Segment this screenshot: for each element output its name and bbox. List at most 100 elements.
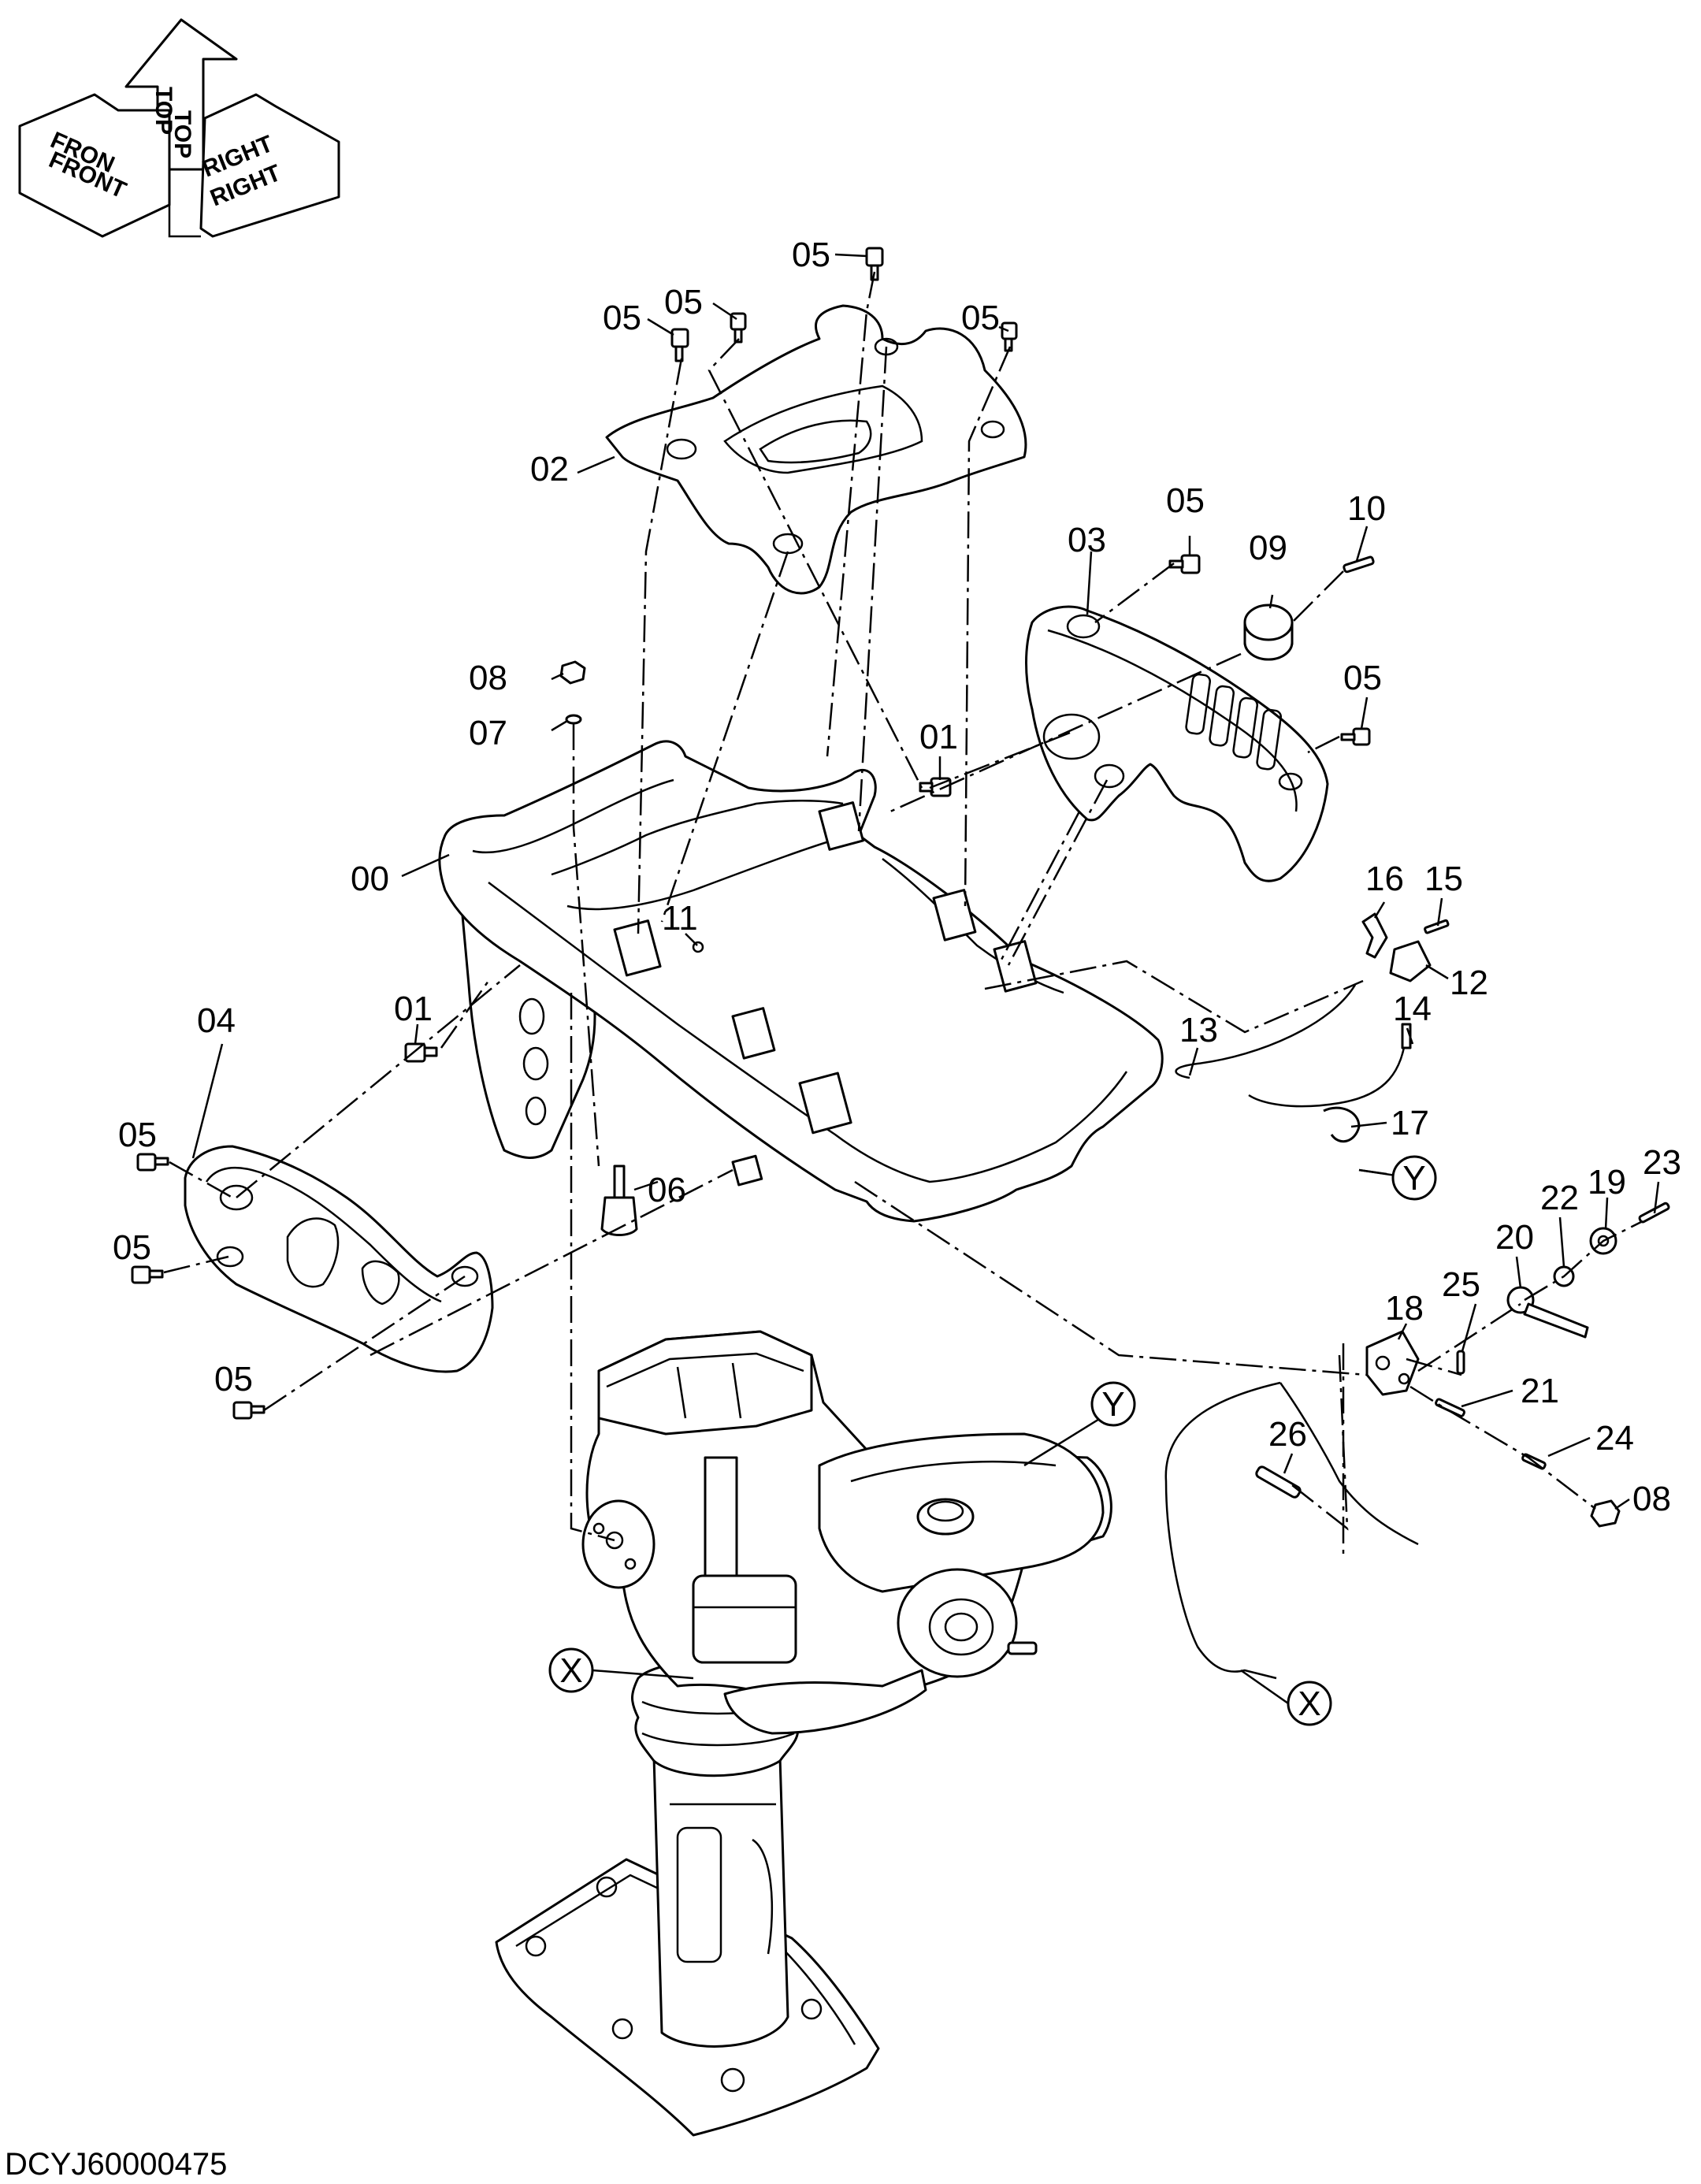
callout-20: 20 [1495,1218,1534,1257]
connector-x-top: X [548,1647,594,1693]
callout-23: 23 [1643,1143,1681,1182]
throttle-bracket-18 [1365,1330,1420,1396]
callout-21: 21 [1521,1372,1559,1410]
callout-05: 05 [792,236,830,274]
connector-y-label: Y [1101,1385,1124,1424]
connector-y-bottom: Y [1090,1381,1136,1427]
callout-labels: 05 05 05 05 02 03 05 09 10 05 01 08 07 0… [113,236,1681,1518]
right-cover-shape [1025,605,1329,882]
clip-16 [1361,912,1388,959]
right-side-cover-part [1025,605,1329,882]
frame-bracket-7 [731,1154,763,1187]
pin-10 [1343,555,1375,574]
bolt-05-left-3 [232,1401,266,1420]
connector-x-label: X [1298,1684,1320,1723]
nut-08-lower [1590,1499,1621,1528]
frame-bracket-1 [613,919,662,977]
callout-03: 03 [1068,521,1106,559]
frame-bracket-2 [818,801,864,851]
hardware-parts [131,247,1670,1680]
callout-02: 02 [530,450,569,488]
cable-14 [1248,1031,1408,1108]
engine-assembly [495,1330,1112,2137]
connector-y-label: Y [1402,1159,1425,1198]
flywheel-cover [581,1499,656,1589]
callout-09: 09 [1249,529,1287,567]
nut-08-top [559,660,586,685]
fuel-cap [916,1498,975,1536]
callout-05: 05 [113,1228,151,1267]
callout-08: 08 [1632,1480,1671,1518]
exhaust-pipe [704,1456,738,1577]
screw-15 [1424,919,1450,934]
callout-12: 12 [1450,964,1488,1002]
recoil-starter [897,1568,1018,1678]
pin-25 [1456,1350,1465,1375]
vent-slots [1185,673,1283,771]
callout-22: 22 [1540,1179,1579,1217]
connector-tags: Y Y X X [548,1155,1437,1726]
callout-25: 25 [1442,1265,1480,1304]
bolt-05-top-2 [730,312,747,344]
callout-15: 15 [1424,860,1463,898]
frame-bracket-5 [731,1007,776,1060]
callout-24: 24 [1595,1419,1634,1458]
callout-11: 11 [662,899,698,938]
left-side-cover-part [184,1145,494,1373]
top-shadow-label: TOP [150,87,176,135]
rubber-foot-06 [600,1164,638,1236]
top-arrow-icon [124,18,238,171]
bolt-05-left-2 [131,1265,164,1284]
bracket-12 [1389,940,1432,982]
bolt-05-left-1 [136,1153,169,1172]
callout-16: 16 [1365,860,1404,898]
callout-26: 26 [1268,1415,1307,1454]
callout-05: 05 [961,299,1000,337]
frame-outer-tube [438,740,1164,1223]
engine-shoe [723,1669,927,1735]
callout-01: 01 [394,990,433,1028]
callout-04: 04 [197,1001,236,1040]
callout-05: 05 [1343,659,1382,697]
top-label: TOP [169,110,195,158]
callout-05: 05 [214,1360,253,1398]
callout-07: 07 [469,714,507,752]
throttle-lever-20 [1506,1286,1589,1339]
right-arrow-icon [199,93,340,238]
frame-bracket-6 [798,1072,852,1135]
throttle-cable-26 [1164,1381,1281,1680]
bolt-05-right-2 [1340,727,1371,746]
top-cover-part [605,304,1027,595]
washer-11 [692,941,704,953]
washer-07 [565,714,582,725]
connector-x-label: X [559,1651,582,1690]
callout-19: 19 [1588,1163,1626,1202]
callout-00: 00 [351,860,389,898]
top-cover-shape [605,304,1027,595]
callout-08: 08 [469,659,507,697]
handle-frame-part [438,740,1164,1223]
connector-y-top: Y [1391,1155,1437,1201]
left-cover-shape [184,1145,494,1373]
muffler [692,1574,797,1664]
callout-06: 06 [648,1171,686,1209]
bolt-05-top-4 [1001,321,1018,352]
clamp-17 [1323,1106,1361,1143]
callout-18: 18 [1385,1289,1424,1328]
callout-13: 13 [1179,1011,1218,1049]
assembly-lines [163,271,1643,1560]
front-arrow-icon [18,93,171,238]
callout-05: 05 [603,299,641,337]
connector-x-bottom: X [1287,1681,1332,1726]
cushion-09 [1243,604,1294,661]
callout-05: 05 [118,1116,157,1154]
drawing-code: DCYJ60000475 [5,2147,227,2182]
pin-21 [1435,1398,1465,1417]
callout-10: 10 [1347,489,1386,528]
callout-14: 14 [1393,990,1432,1028]
cable-13 [1175,984,1357,1079]
orientation-compass: FRON FRONT TOP TOP RIGHT RIGHT [18,18,340,238]
callout-05: 05 [1166,481,1205,520]
air-cleaner-box [597,1330,813,1436]
